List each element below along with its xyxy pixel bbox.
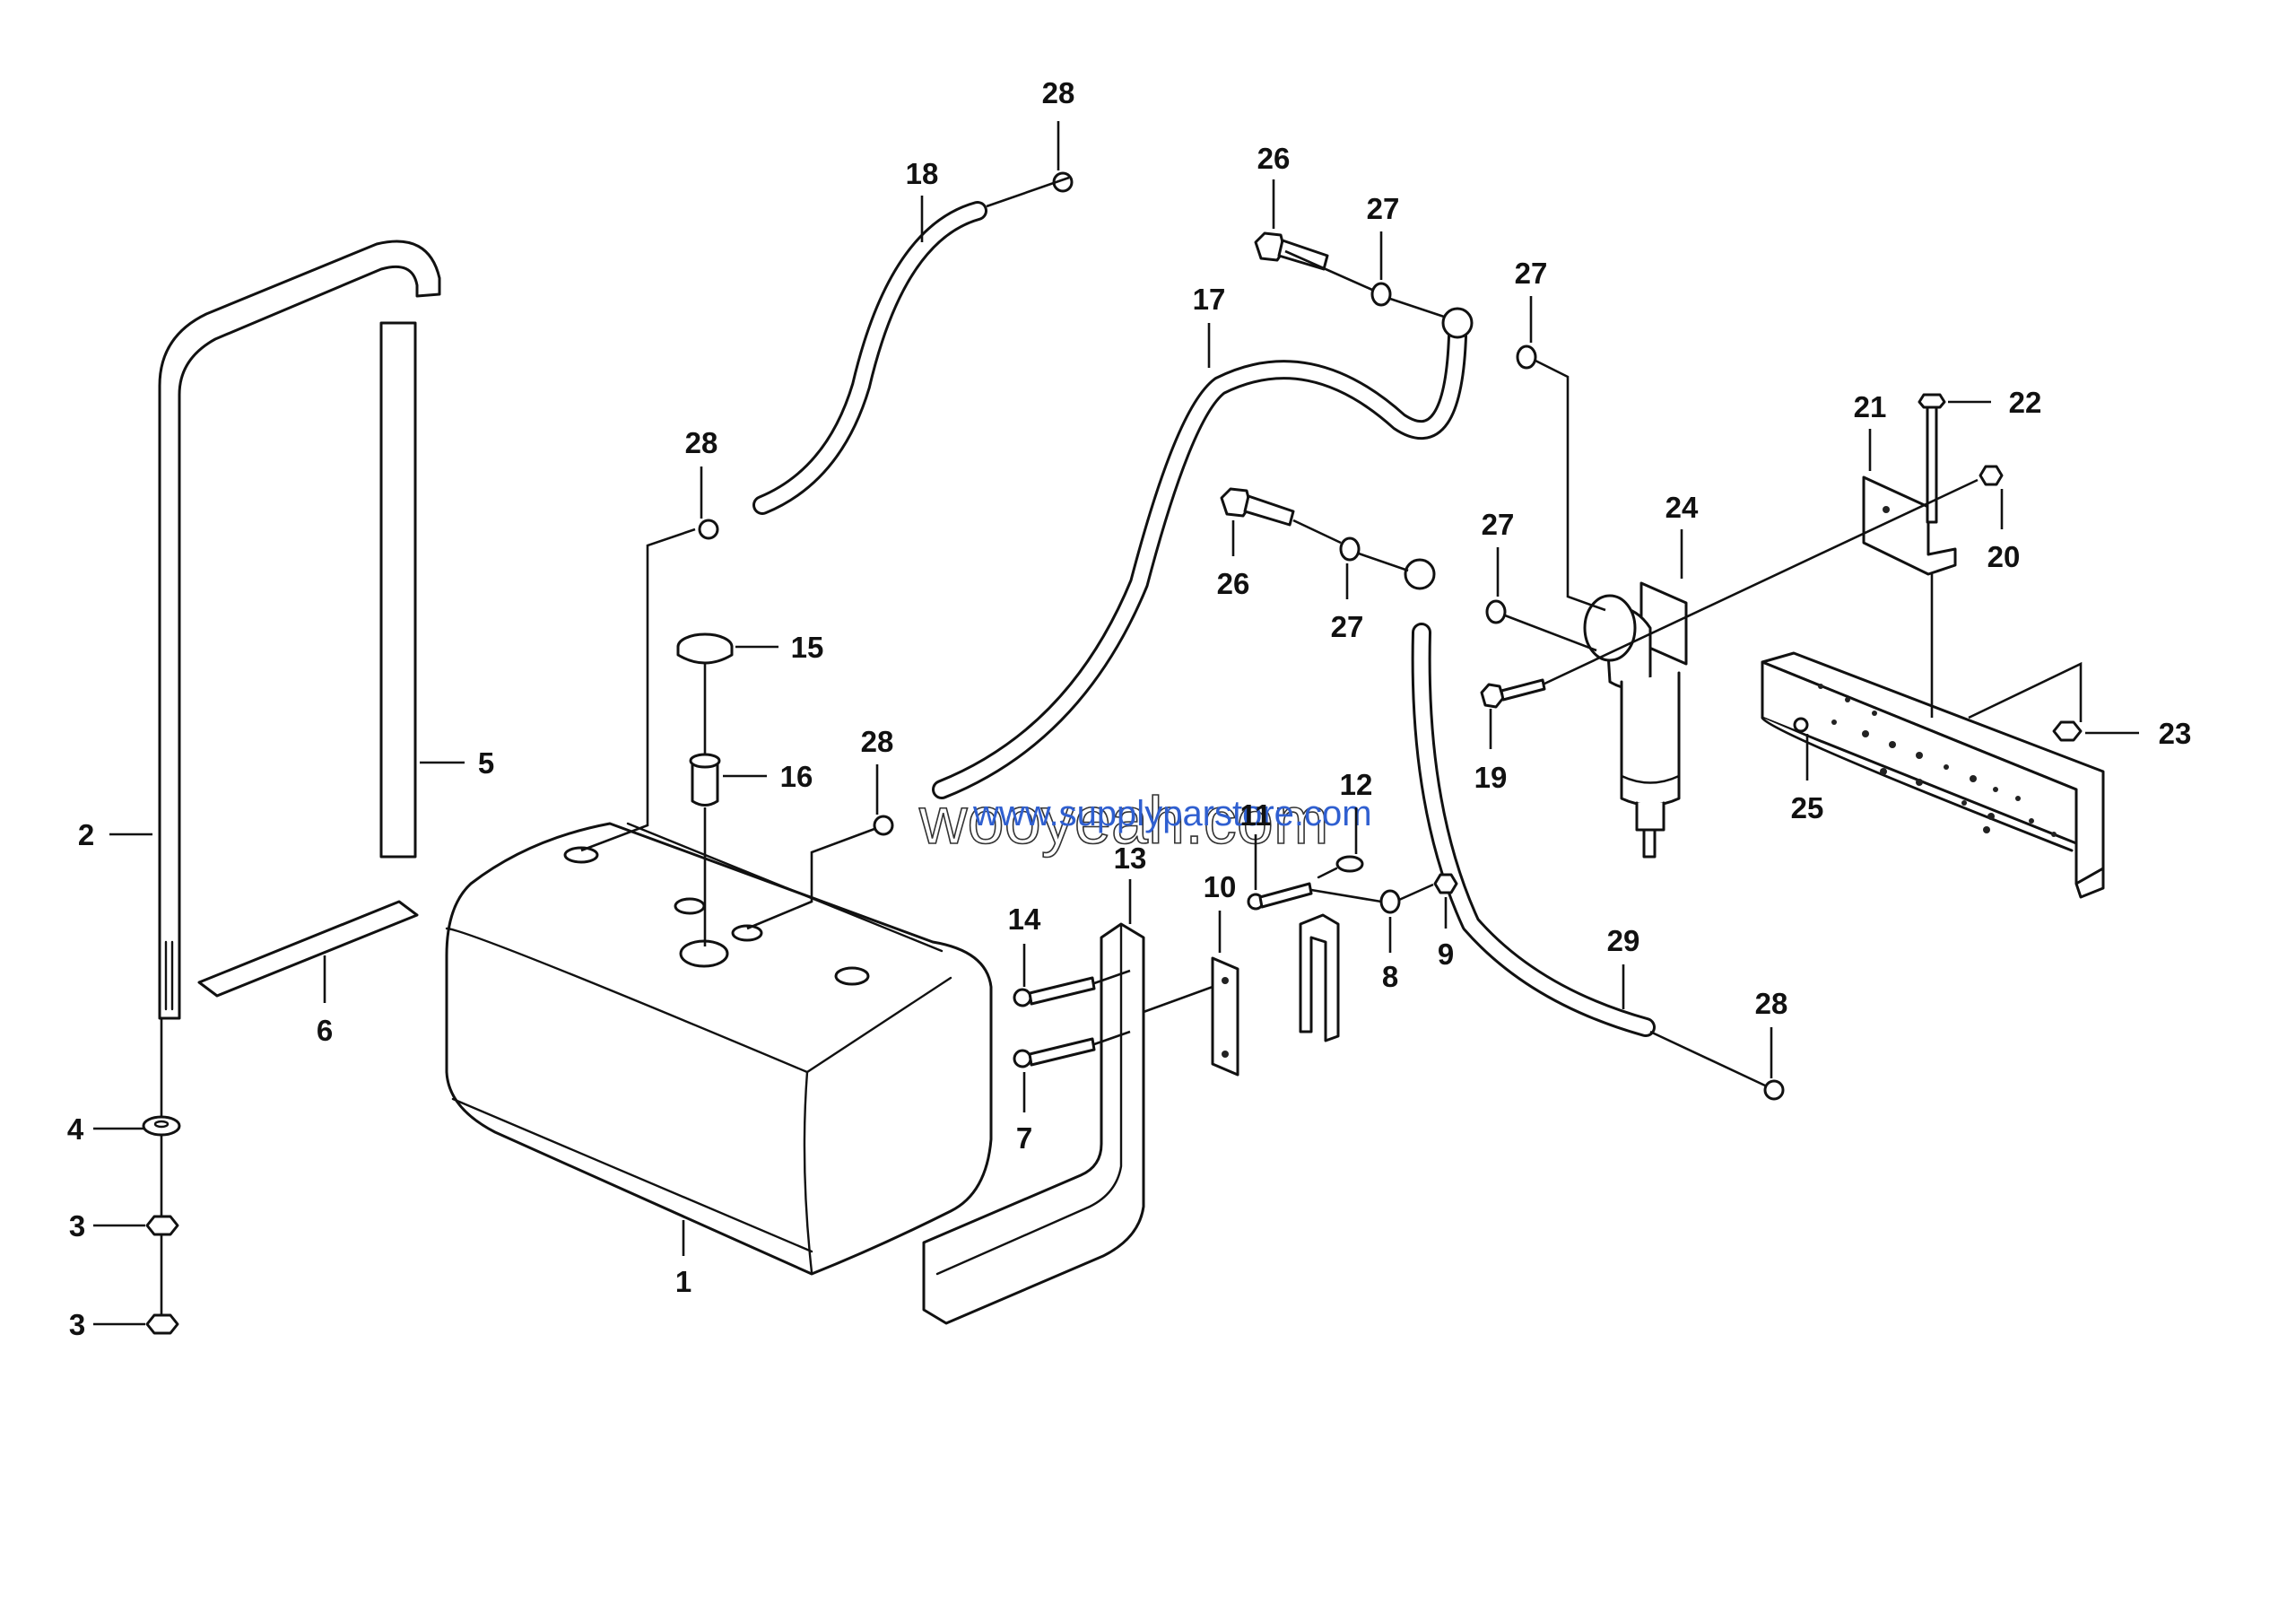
callout-6: 6 <box>317 1014 333 1047</box>
callout-27-c: 27 <box>1331 610 1364 643</box>
washer-27-c <box>1339 536 1361 562</box>
frame-rail-25 <box>1761 651 2105 899</box>
callout-12: 12 <box>1340 768 1373 801</box>
watermark-outline: wooyeah.com <box>918 783 1329 858</box>
banjo-bolt-26-lower <box>1220 487 1295 527</box>
strainer-insert <box>691 759 719 807</box>
callout-16: 16 <box>780 760 813 793</box>
callout-27-b: 27 <box>1515 257 1548 290</box>
callout-4: 4 <box>67 1112 84 1146</box>
nut-3-upper <box>145 1215 179 1236</box>
callout-28-right: 28 <box>1755 987 1788 1020</box>
callout-9: 9 <box>1438 937 1454 971</box>
callout-13: 13 <box>1114 842 1147 875</box>
rubber-strip-horizontal <box>197 900 419 998</box>
callout-17: 17 <box>1193 283 1226 316</box>
banjo-fitting-lower <box>1404 558 1436 590</box>
nut-9 <box>1433 873 1458 894</box>
watermark-overlay: www.supplyparstore.com <box>972 794 1372 833</box>
tank-bracket-13 <box>922 922 1145 1325</box>
callout-26-lower: 26 <box>1217 567 1250 600</box>
nut-3-lower <box>145 1313 179 1335</box>
callout-15: 15 <box>791 631 824 664</box>
callout-1: 1 <box>675 1265 691 1298</box>
assembly-lines <box>160 176 2083 1315</box>
tank-strap <box>158 240 441 1020</box>
callout-10: 10 <box>1204 870 1237 903</box>
callout-3-upper: 3 <box>69 1209 85 1243</box>
callout-28-top: 28 <box>1042 76 1075 109</box>
callout-24: 24 <box>1665 491 1699 524</box>
callout-14: 14 <box>1008 903 1041 936</box>
support-bracket <box>1299 913 1340 1042</box>
callout-23: 23 <box>2159 717 2192 750</box>
bolt-7 <box>1013 1037 1096 1068</box>
callout-8: 8 <box>1382 960 1398 993</box>
callout-28-mid: 28 <box>861 725 894 758</box>
callout-2: 2 <box>78 818 94 851</box>
callout-27-d: 27 <box>1482 508 1515 541</box>
callout-5: 5 <box>478 746 494 780</box>
callout-26-upper-label: 26 <box>1257 142 1291 175</box>
callout-19: 19 <box>1474 761 1508 794</box>
bolt-19 <box>1480 678 1546 709</box>
bolt-11 <box>1247 882 1313 911</box>
callout-18: 18 <box>906 157 939 190</box>
callout-21: 21 <box>1854 390 1887 423</box>
nut-20 <box>1979 465 2004 486</box>
clamp-plate-10 <box>1211 956 1239 1077</box>
callout-11: 11 <box>1240 798 1272 832</box>
fuel-tank <box>445 822 993 1276</box>
banjo-fitting-upper <box>1441 307 1474 339</box>
rubber-strip-vertical <box>379 321 417 859</box>
callout-29: 29 <box>1607 924 1640 957</box>
banjo-bolt-26-upper <box>1254 231 1329 271</box>
callout-3-lower: 3 <box>69 1308 85 1341</box>
hose-clamp-28-mid <box>873 815 894 836</box>
washer-27-d <box>1485 599 1507 624</box>
callout-25: 25 <box>1791 791 1824 824</box>
washer-27-b <box>1516 344 1537 370</box>
nut-23 <box>2052 720 2083 742</box>
hose-clamp-28-left <box>698 519 719 540</box>
washer-27-a <box>1370 282 1392 307</box>
hose-clamp-28-right <box>1763 1079 1785 1101</box>
callout-20: 20 <box>1987 540 2021 573</box>
callout-7: 7 <box>1016 1121 1032 1155</box>
callout-22: 22 <box>2009 386 2042 419</box>
fuel-filter <box>1583 581 1688 859</box>
eye-bolt-12 <box>1317 855 1364 879</box>
washer-8 <box>1379 889 1401 914</box>
mounting-bracket-21 <box>1862 475 1957 576</box>
callout-28-left: 28 <box>685 426 718 459</box>
bolt-14 <box>1013 976 1096 1007</box>
callout-27-a: 27 <box>1367 192 1400 225</box>
